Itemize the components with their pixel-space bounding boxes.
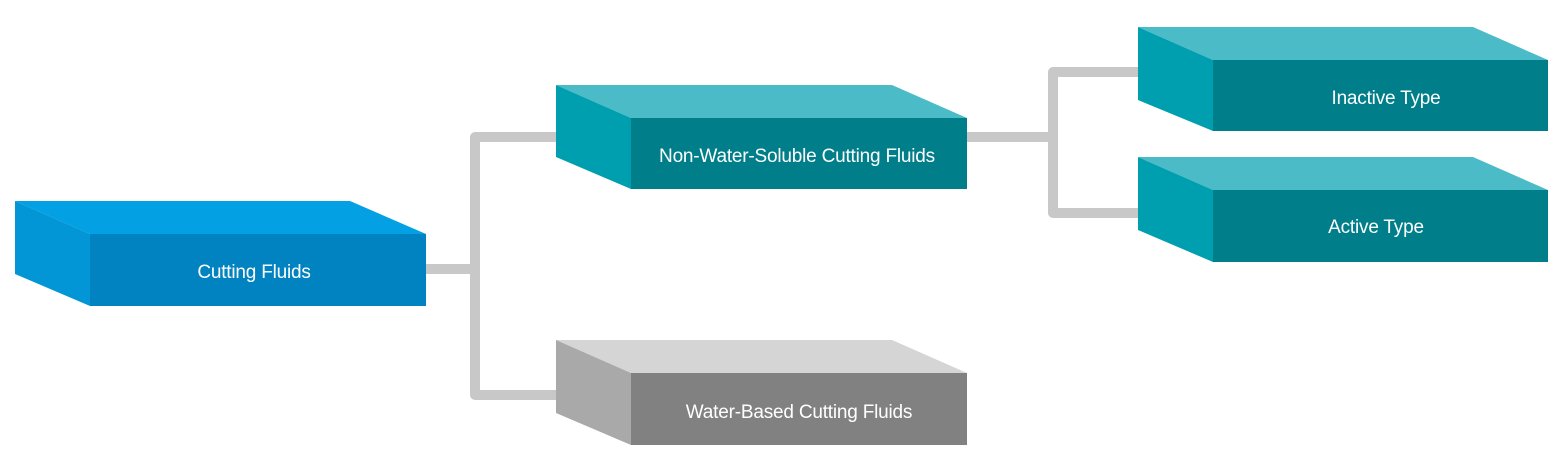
connector-root-to-non-water-soluble	[470, 132, 600, 274]
node-label: Water-Based Cutting Fluids	[686, 402, 912, 423]
box-top-face	[556, 340, 967, 373]
node-cutting-fluids[interactable]: Cutting Fluids	[15, 201, 426, 306]
node-water-based-cutting-fluids[interactable]: Water-Based Cutting Fluids	[556, 340, 967, 445]
box-top-face	[15, 201, 426, 234]
node-label: Non-Water-Soluble Cutting Fluids	[659, 146, 935, 167]
box-front-face	[1213, 190, 1548, 262]
box-front-face	[1213, 60, 1548, 131]
box-top-face	[556, 85, 967, 118]
node-inactive-type[interactable]: Inactive Type	[1138, 27, 1548, 131]
connector-nws-to-inactive	[1048, 67, 1180, 142]
connector-nws-to-active	[1048, 132, 1182, 218]
node-label: Cutting Fluids	[197, 262, 310, 283]
box-front-face	[631, 373, 967, 445]
box-top-face	[1138, 27, 1548, 60]
connectors	[421, 67, 1182, 400]
box-side-face	[1138, 157, 1213, 262]
box-side-face	[556, 340, 631, 445]
node-non-water-soluble-cutting-fluids[interactable]: Non-Water-Soluble Cutting Fluids	[556, 85, 967, 189]
box-side-face	[15, 201, 90, 306]
box-side-face	[1138, 27, 1213, 131]
box-front-face	[631, 118, 967, 189]
box-front-face	[90, 234, 426, 306]
box-top-face	[1138, 157, 1548, 190]
node-label: Active Type	[1328, 217, 1424, 238]
node-active-type[interactable]: Active Type	[1138, 157, 1548, 262]
box-side-face	[556, 85, 631, 189]
node-label: Inactive Type	[1331, 88, 1440, 109]
